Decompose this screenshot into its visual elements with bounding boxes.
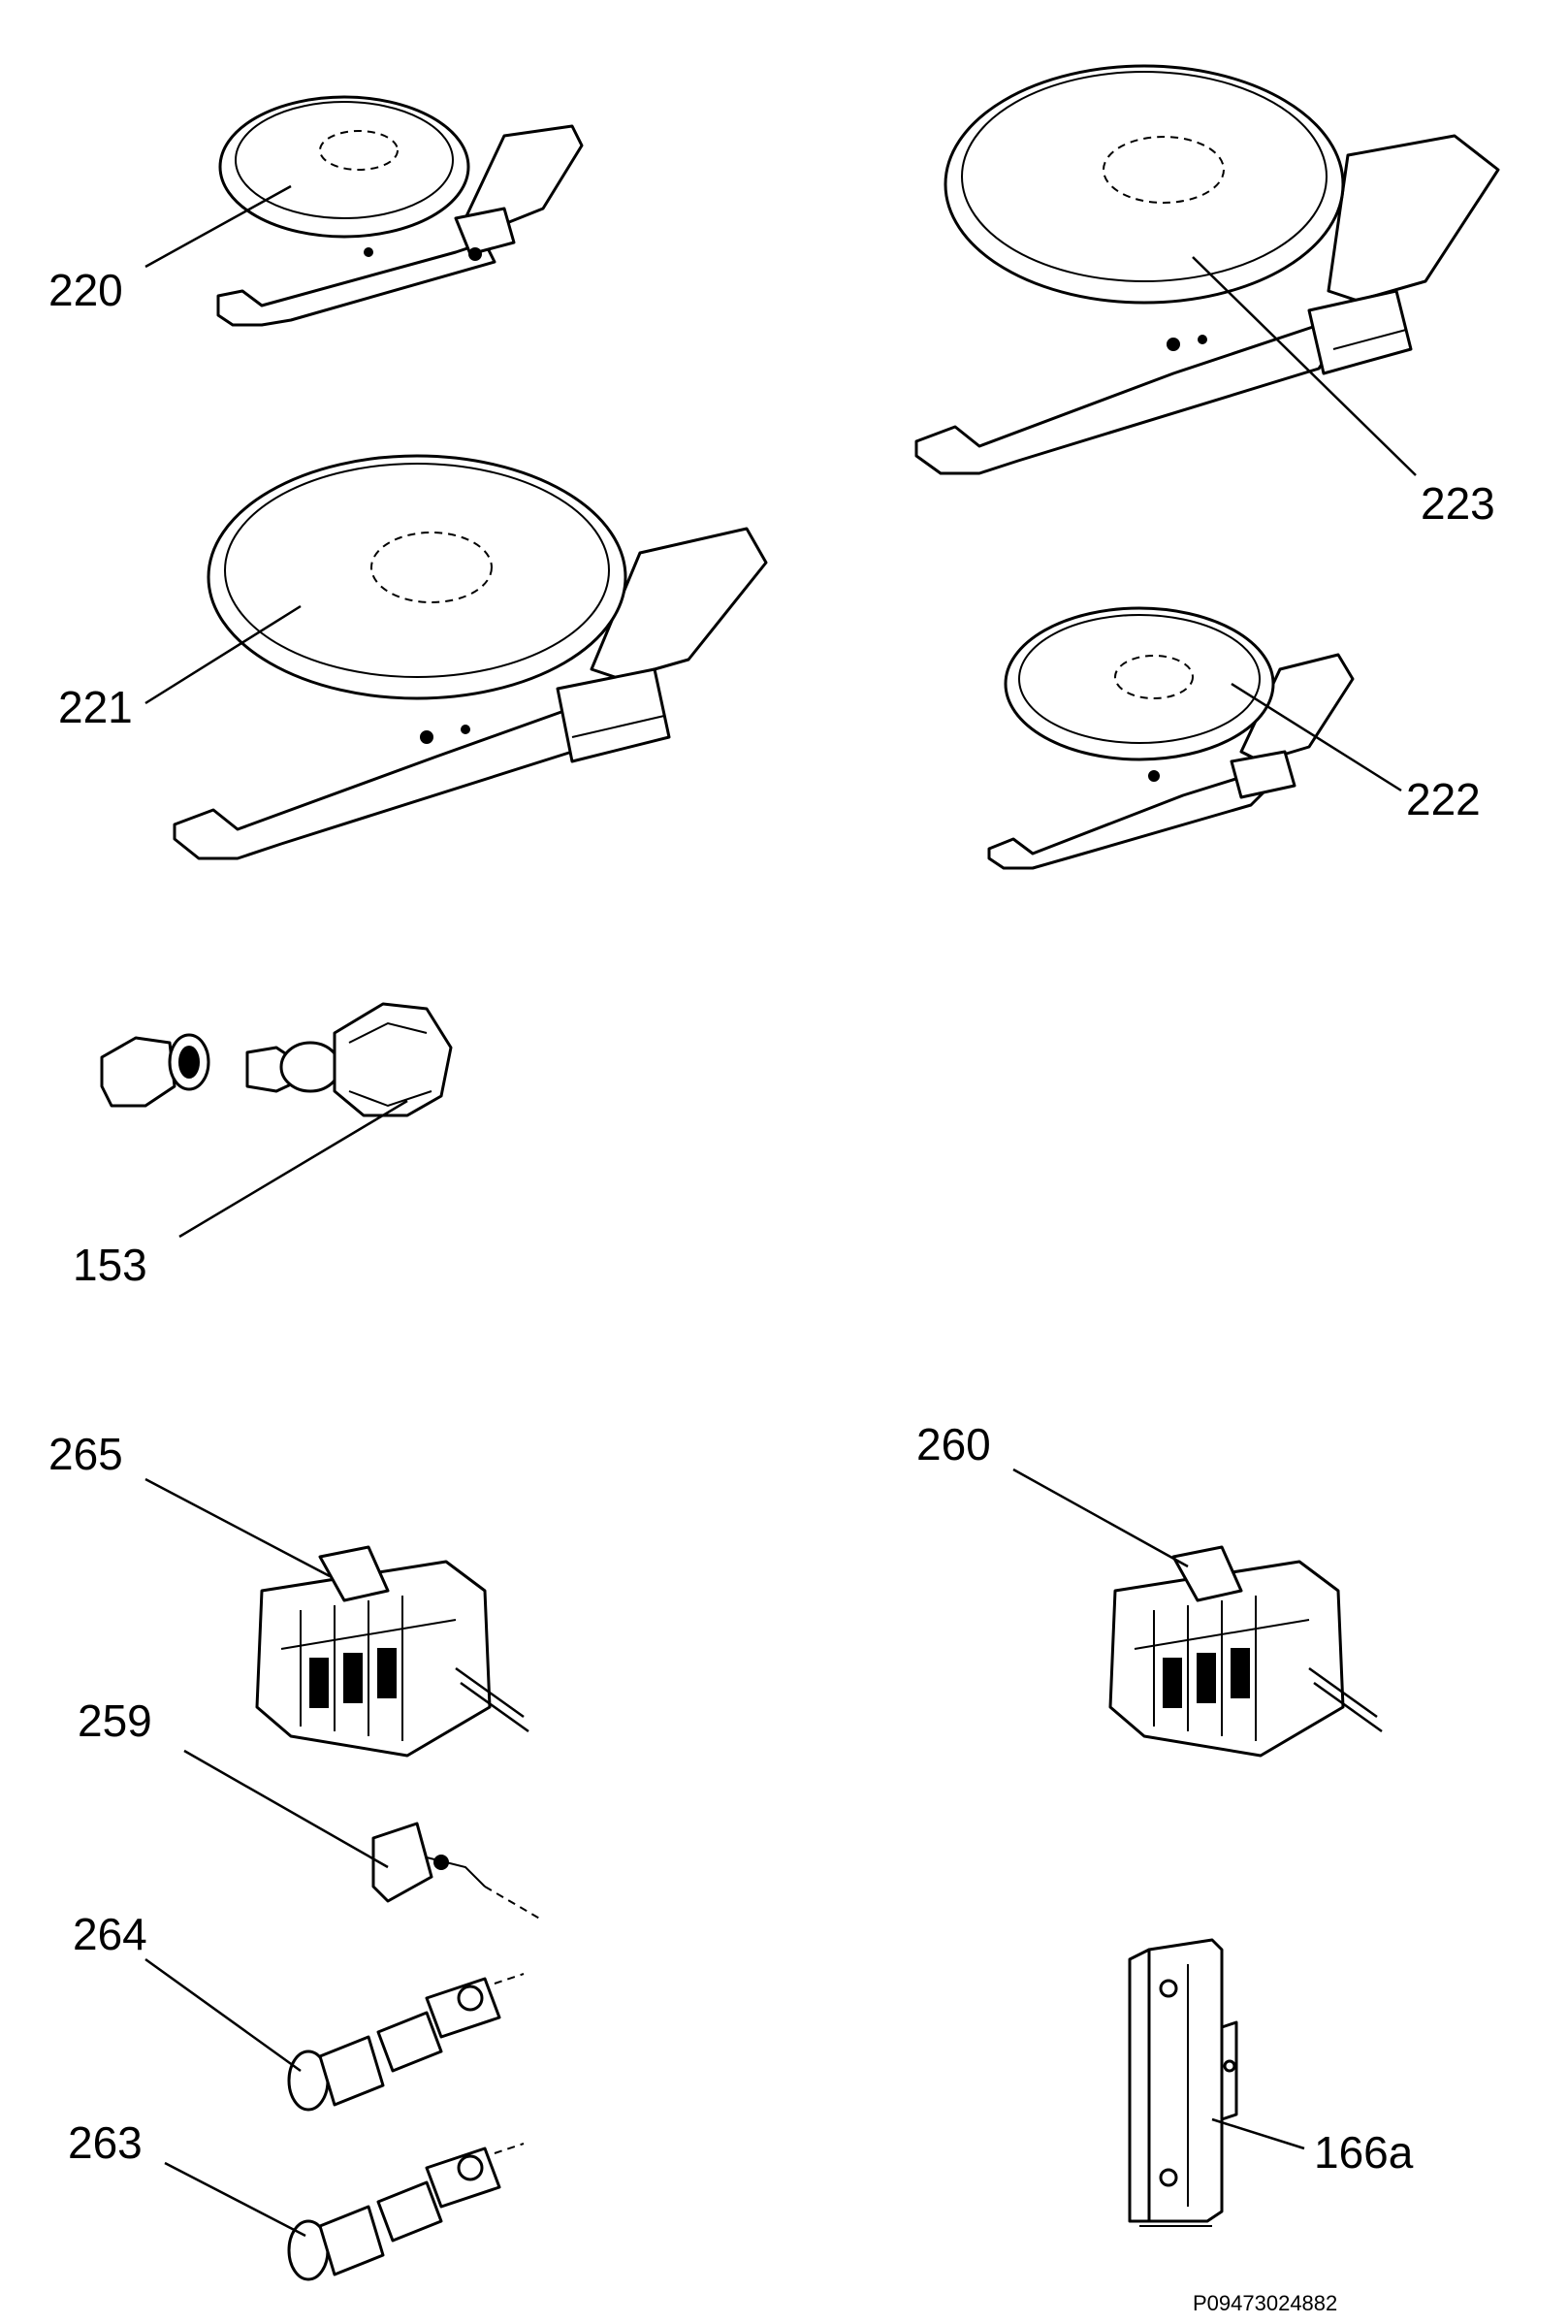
- thermostat-264: [287, 1973, 525, 2112]
- leader-263: [164, 2161, 306, 2238]
- selector-switch-265: [255, 1545, 529, 1758]
- label-153: 153: [73, 1240, 147, 1290]
- label-220: 220: [48, 265, 123, 315]
- leader-260: [1012, 1468, 1189, 1568]
- leader-220: [144, 184, 292, 269]
- label-221: 221: [58, 682, 133, 732]
- label-223: 223: [1421, 478, 1495, 529]
- leader-221: [144, 604, 302, 705]
- leader-259: [183, 1749, 389, 1869]
- leader-223: [1192, 256, 1417, 476]
- label-265: 265: [48, 1429, 123, 1479]
- label-222: 222: [1406, 774, 1481, 824]
- label-259: 259: [78, 1695, 152, 1746]
- bracket-166a: [1128, 1938, 1238, 2227]
- leader-264: [144, 1957, 302, 2073]
- hotplate-221: [173, 454, 768, 860]
- indicator-259: [371, 1822, 544, 1921]
- leader-222: [1231, 682, 1402, 792]
- label-260: 260: [916, 1419, 991, 1469]
- selector-switch-260: [1108, 1545, 1383, 1758]
- label-263: 263: [68, 2117, 143, 2168]
- hotplate-222: [987, 606, 1355, 870]
- leader-265: [144, 1477, 331, 1578]
- lamp-assembly-153: [100, 1002, 453, 1117]
- hotplate-220: [216, 95, 584, 327]
- drawing-code: P09473024882: [1193, 2291, 1337, 2315]
- leader-153: [178, 1099, 408, 1239]
- leader-166a: [1211, 2117, 1305, 2150]
- hotplate-223: [914, 64, 1500, 475]
- label-166a: 166a: [1314, 2127, 1414, 2178]
- label-264: 264: [73, 1909, 147, 1959]
- thermostat-263: [287, 2143, 525, 2281]
